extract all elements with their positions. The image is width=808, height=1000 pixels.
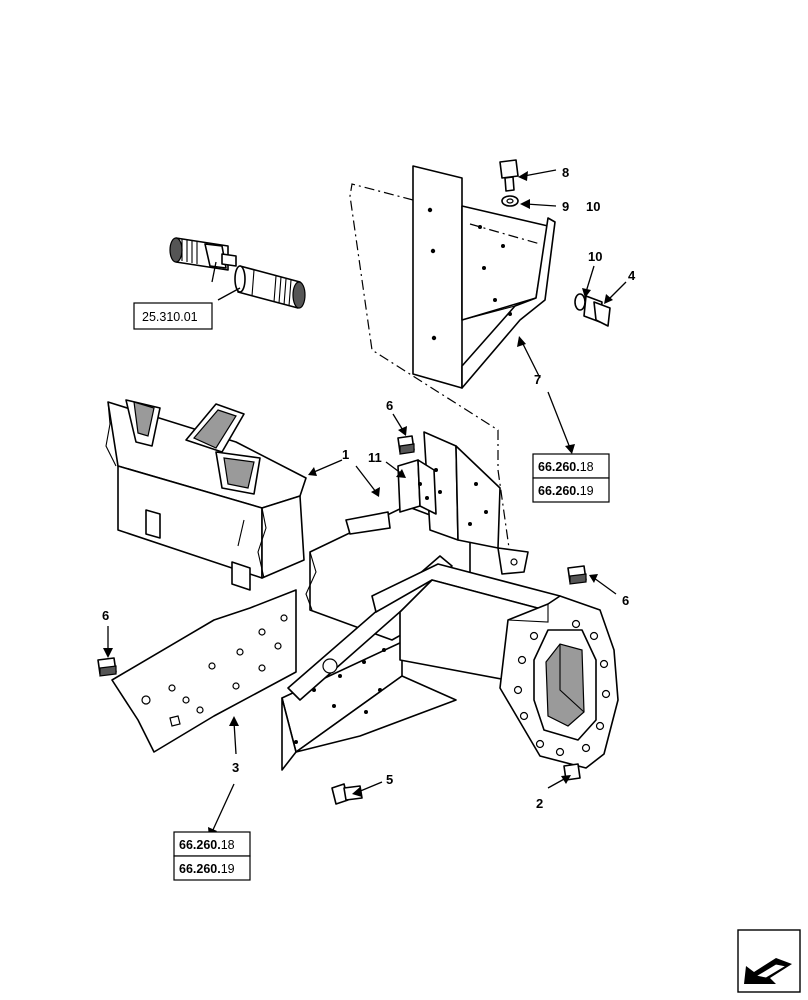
bolt-4 (583, 295, 611, 327)
nut-6-left (97, 657, 117, 677)
svg-text:66.260.19: 66.260.19 (179, 862, 235, 876)
callout-5: 5 (386, 772, 393, 787)
callout-1: 1 (342, 447, 349, 462)
ref-box-bracket[interactable]: 66.260.18 66.260.19 (532, 453, 610, 503)
bolt-8 (499, 159, 519, 192)
callout-2: 2 (536, 796, 543, 811)
callout-10-right: 10 (588, 249, 602, 264)
callout-3: 3 (232, 760, 239, 775)
bracket-dash-left (349, 183, 511, 556)
callout-8: 8 (562, 165, 569, 180)
callout-4: 4 (628, 268, 636, 283)
ref-shaft-text: 25.310.01 (142, 310, 198, 324)
svg-text:66.260.18: 66.260.18 (179, 838, 235, 852)
ref-box-shaft[interactable]: 25.310.01 (133, 302, 213, 330)
callout-6-right: 6 (622, 593, 629, 608)
callout-11: 11 (368, 450, 382, 465)
hub-flange (499, 595, 619, 769)
leader-lines (107, 169, 627, 833)
callout-labels: 8 9 10 10 4 7 6 11 1 6 6 3 5 2 (102, 165, 636, 811)
bolt-5 (331, 783, 363, 805)
leader-shaft-a (211, 261, 217, 283)
side-plate (111, 589, 297, 753)
nut-6-upper (397, 435, 415, 455)
washer-9 (501, 195, 519, 207)
nut-6-right (567, 565, 587, 585)
callout-9: 9 (562, 199, 569, 214)
svg-text:66.260.19: 66.260.19 (538, 484, 594, 498)
callout-7: 7 (534, 372, 541, 387)
washer-10 (574, 293, 586, 311)
bracket-dash-right (469, 223, 541, 245)
callout-10-top: 10 (586, 199, 600, 214)
main-frame (281, 431, 561, 771)
svg-text:66.260.18: 66.260.18 (538, 460, 594, 474)
callout-6-left: 6 (102, 608, 109, 623)
next-page-arrow-icon[interactable] (737, 929, 801, 993)
leader-arrowheads (103, 171, 613, 838)
callout-6-upper: 6 (386, 398, 393, 413)
leader-shaft-b (217, 287, 241, 301)
ref-box-side-plate[interactable]: 66.260.18 66.260.19 (173, 831, 251, 881)
frame-channel (105, 399, 307, 591)
upper-bracket (412, 165, 556, 389)
drive-shaft (169, 237, 306, 309)
